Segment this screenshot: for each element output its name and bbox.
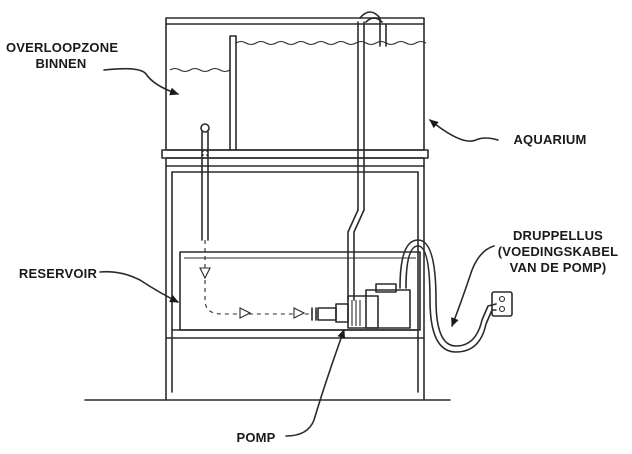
reservoir	[179, 251, 421, 331]
pump	[311, 283, 411, 329]
aquarium-tank	[165, 17, 427, 151]
overflow-water-surface	[169, 67, 231, 73]
label-pump: POMP	[236, 430, 276, 445]
leader-reservoir	[99, 270, 179, 303]
leader-overflow	[103, 67, 179, 96]
label-aquarium: AQUARIUM	[513, 132, 587, 147]
power-cable	[399, 239, 497, 353]
aquarium-water-surface	[235, 40, 427, 46]
leader-pump	[285, 329, 346, 437]
leader-aquarium	[429, 119, 499, 142]
return-pipe	[347, 11, 387, 301]
label-overflow-zone: OVERLOOPZONE BINNEN	[6, 40, 119, 71]
stand	[161, 149, 429, 401]
label-reservoir: RESERVOIR	[18, 266, 98, 281]
overflow-box	[169, 35, 237, 241]
wall-outlet	[491, 291, 513, 317]
leader-drip-loop	[451, 245, 495, 327]
label-drip-loop: DRUPPELLUS (VOEDINGSKABEL VAN DE POMP)	[497, 228, 619, 275]
water-flow-path	[199, 240, 310, 319]
